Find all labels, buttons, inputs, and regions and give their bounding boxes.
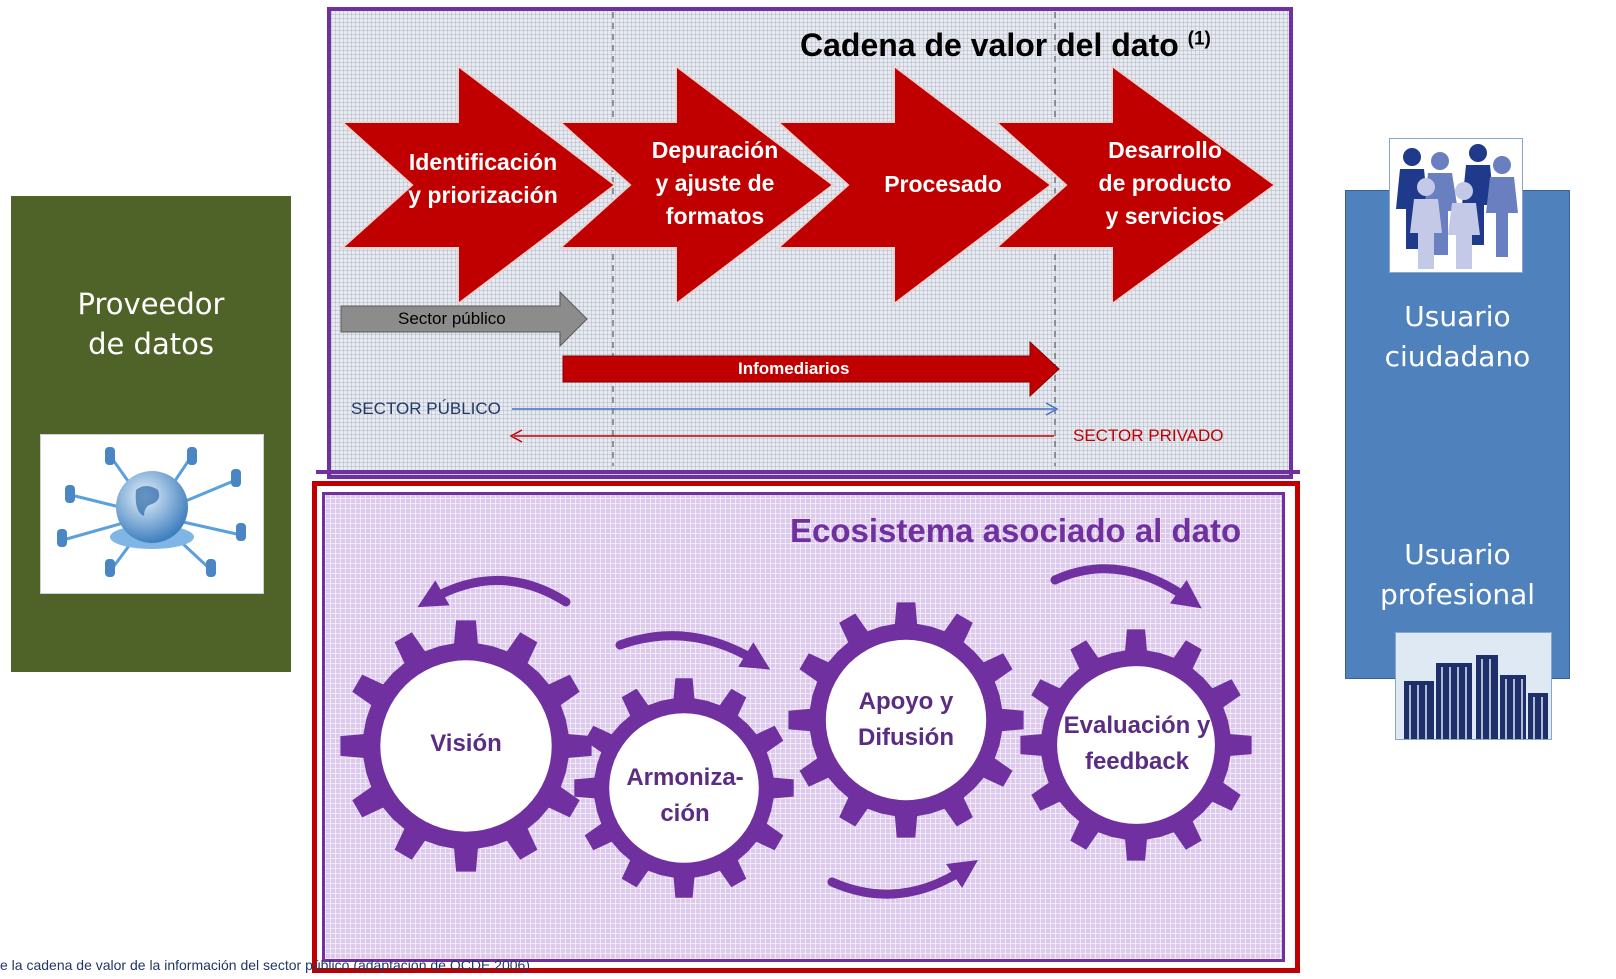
people-group-icon	[1389, 138, 1523, 273]
ecosystem-title: Ecosistema asociado al dato	[790, 512, 1242, 549]
step-2-line3: formatos	[665, 203, 765, 229]
gear-vision-hub	[380, 660, 552, 832]
value-chain-title-footnote-ref: (1)	[1187, 28, 1211, 50]
panel-divider	[316, 470, 1300, 474]
gear-evaluacion-feedback-hub	[1057, 666, 1215, 824]
step-2-line1: Depuración	[651, 137, 779, 163]
chevron-step-3	[775, 63, 1053, 307]
provider-label-line1: Proveedor	[77, 287, 225, 321]
gear-label-evaluacion-feedback: Evaluación y feedback	[1052, 708, 1222, 780]
gear-3-line2: Difusión	[858, 724, 954, 751]
data-provider-panel: Proveedor de datos	[11, 196, 291, 672]
gear-1-line1: Visión	[430, 730, 502, 757]
pro-user-line1: Usuario	[1404, 538, 1511, 571]
data-provider-label: Proveedor de datos	[11, 284, 291, 364]
chevron-step-2	[557, 63, 835, 307]
provider-label-line2: de datos	[88, 327, 214, 361]
buildings-icon	[1395, 632, 1552, 740]
step-1-line2: y priorización	[408, 182, 558, 208]
gear-armonizacion-hub	[609, 713, 759, 863]
step-3-line1: Procesado	[884, 171, 1002, 197]
citizen-user-line1: Usuario	[1404, 300, 1511, 333]
sector-publico-arrow	[340, 290, 588, 348]
gear-label-apoyo-difusion: Apoyo y Difusión	[836, 684, 976, 756]
step-label-4: Desarrollo de producto y servicios	[1080, 134, 1250, 233]
private-sector-line-label: SECTOR PRIVADO	[1073, 426, 1224, 445]
private-sector-arrowhead	[509, 429, 523, 443]
value-chain-title-text: Cadena de valor del dato	[800, 27, 1179, 63]
sector-publico-arrow-label: Sector público	[398, 309, 506, 328]
citizen-user-label: Usuario ciudadano	[1346, 297, 1569, 377]
step-label-2: Depuración y ajuste de formatos	[630, 134, 800, 233]
pro-user-line2: profesional	[1379, 578, 1536, 611]
step-4-line3: y servicios	[1105, 203, 1225, 229]
flow-arrow-2	[615, 631, 771, 670]
gear-4-line1: Evaluación y	[1063, 712, 1211, 739]
gear-apoyo-difusion-hub	[825, 639, 987, 801]
ecosystem-outer-frame	[312, 481, 1300, 973]
gear-2-line2: ción	[660, 800, 710, 827]
flow-arrow-3	[827, 860, 978, 899]
gear-4-line2: feedback	[1084, 748, 1190, 775]
gear-label-armonizacion: Armoniza- ción	[610, 760, 760, 832]
chevron-step-1	[339, 63, 617, 307]
public-sector-arrowhead	[1045, 402, 1059, 416]
gear-label-vision: Visión	[406, 726, 526, 762]
step-4-line2: de producto	[1098, 170, 1232, 196]
step-label-3: Procesado	[858, 168, 1028, 201]
chevron-step-4	[993, 64, 1277, 306]
step-2-line2: y ajuste de	[655, 170, 775, 196]
step-label-1: Identificación y priorización	[400, 146, 566, 212]
gear-3-line1: Apoyo y	[858, 688, 954, 715]
network-globe-icon	[40, 434, 264, 594]
step-1-line1: Identificación	[408, 149, 558, 175]
step-4-line1: Desarrollo	[1108, 137, 1222, 163]
flow-arrow-1	[417, 576, 571, 608]
value-chain-title: Cadena de valor del dato (1)	[800, 27, 1211, 64]
citizen-user-line2: ciudadano	[1384, 340, 1531, 373]
footnote: e la cadena de valor de la información d…	[0, 957, 530, 973]
infomediarios-arrow	[562, 340, 1060, 398]
user-panel: Usuario ciudadano Usuario profesional	[1345, 190, 1570, 679]
gear-2-line1: Armoniza-	[626, 764, 744, 791]
flow-arrow-4	[1050, 564, 1202, 609]
public-sector-line-label: SECTOR PÚBLICO	[351, 399, 501, 418]
professional-user-label: Usuario profesional	[1346, 535, 1569, 615]
infomediarios-arrow-label: Infomediarios	[738, 359, 850, 378]
